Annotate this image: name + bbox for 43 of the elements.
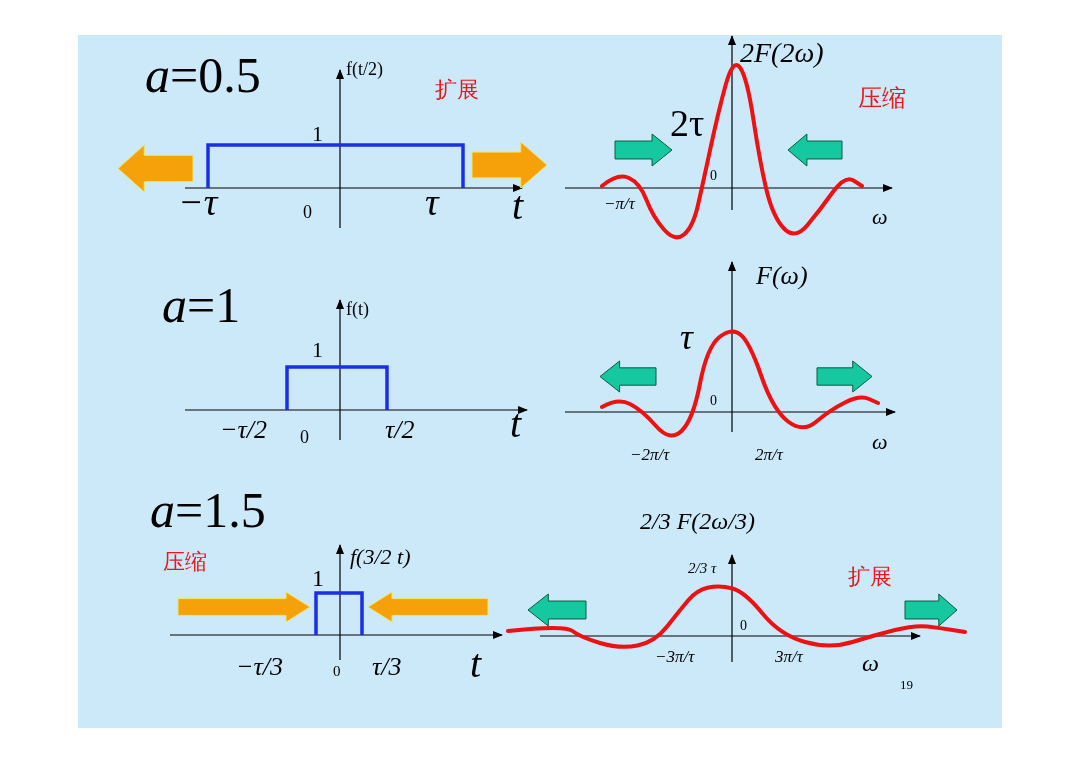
- tick-label: τ/2: [385, 416, 415, 445]
- annotation-text: 压缩: [858, 85, 906, 112]
- axis-label: 2F(2ω): [740, 38, 824, 69]
- equation-label: a=1.5: [150, 483, 266, 538]
- tick-label: τ/3: [372, 653, 402, 682]
- peak-value-label: 2τ: [670, 103, 705, 145]
- axis-label: f(t/2): [346, 60, 383, 80]
- axis-label: ω: [872, 430, 888, 455]
- tick-label: 0: [303, 203, 312, 223]
- tick-label: −π/τ: [604, 195, 635, 214]
- equation-label: a=1: [162, 278, 241, 333]
- tick-label: −τ/3: [236, 653, 284, 682]
- annotation-text: 扩展: [435, 78, 479, 103]
- axis-label: t: [512, 184, 524, 228]
- axis-label: ω: [872, 205, 888, 230]
- tick-label: 3π/τ: [775, 648, 803, 667]
- tick-label: τ: [425, 182, 439, 224]
- axis-label: f(t): [346, 300, 369, 320]
- tick-label: −τ/2: [220, 416, 268, 445]
- axis-label: 2/3 F(2ω/3): [640, 508, 755, 535]
- axis-label: f(3/2 t): [350, 545, 411, 570]
- peak-value-label: τ: [680, 318, 693, 358]
- tick-label: 0: [710, 168, 717, 184]
- tick-label: 1: [312, 565, 324, 592]
- equation-label: a=0.5: [145, 48, 261, 103]
- peak-value-label: 2/3 τ: [688, 560, 717, 577]
- tick-label: 0: [333, 663, 341, 680]
- axis-label: F(ω): [756, 262, 808, 291]
- tick-label: 1: [312, 122, 323, 147]
- tick-label: 0: [710, 393, 717, 409]
- annotation-text: 压缩: [163, 550, 207, 575]
- tick-label: 0: [740, 618, 747, 634]
- axis-label: t: [470, 642, 482, 686]
- tick-label: 2π/τ: [755, 446, 783, 465]
- tick-label: −2π/τ: [630, 446, 670, 465]
- tick-label: −τ: [178, 182, 218, 224]
- annotation-text: 扩展: [848, 565, 892, 590]
- axis-label: t: [510, 402, 522, 446]
- axis-label: ω: [862, 650, 879, 677]
- tick-label: 0: [300, 428, 309, 448]
- tick-label: 1: [312, 338, 323, 363]
- tick-label: −3π/τ: [655, 648, 695, 667]
- page-number: 19: [900, 678, 913, 693]
